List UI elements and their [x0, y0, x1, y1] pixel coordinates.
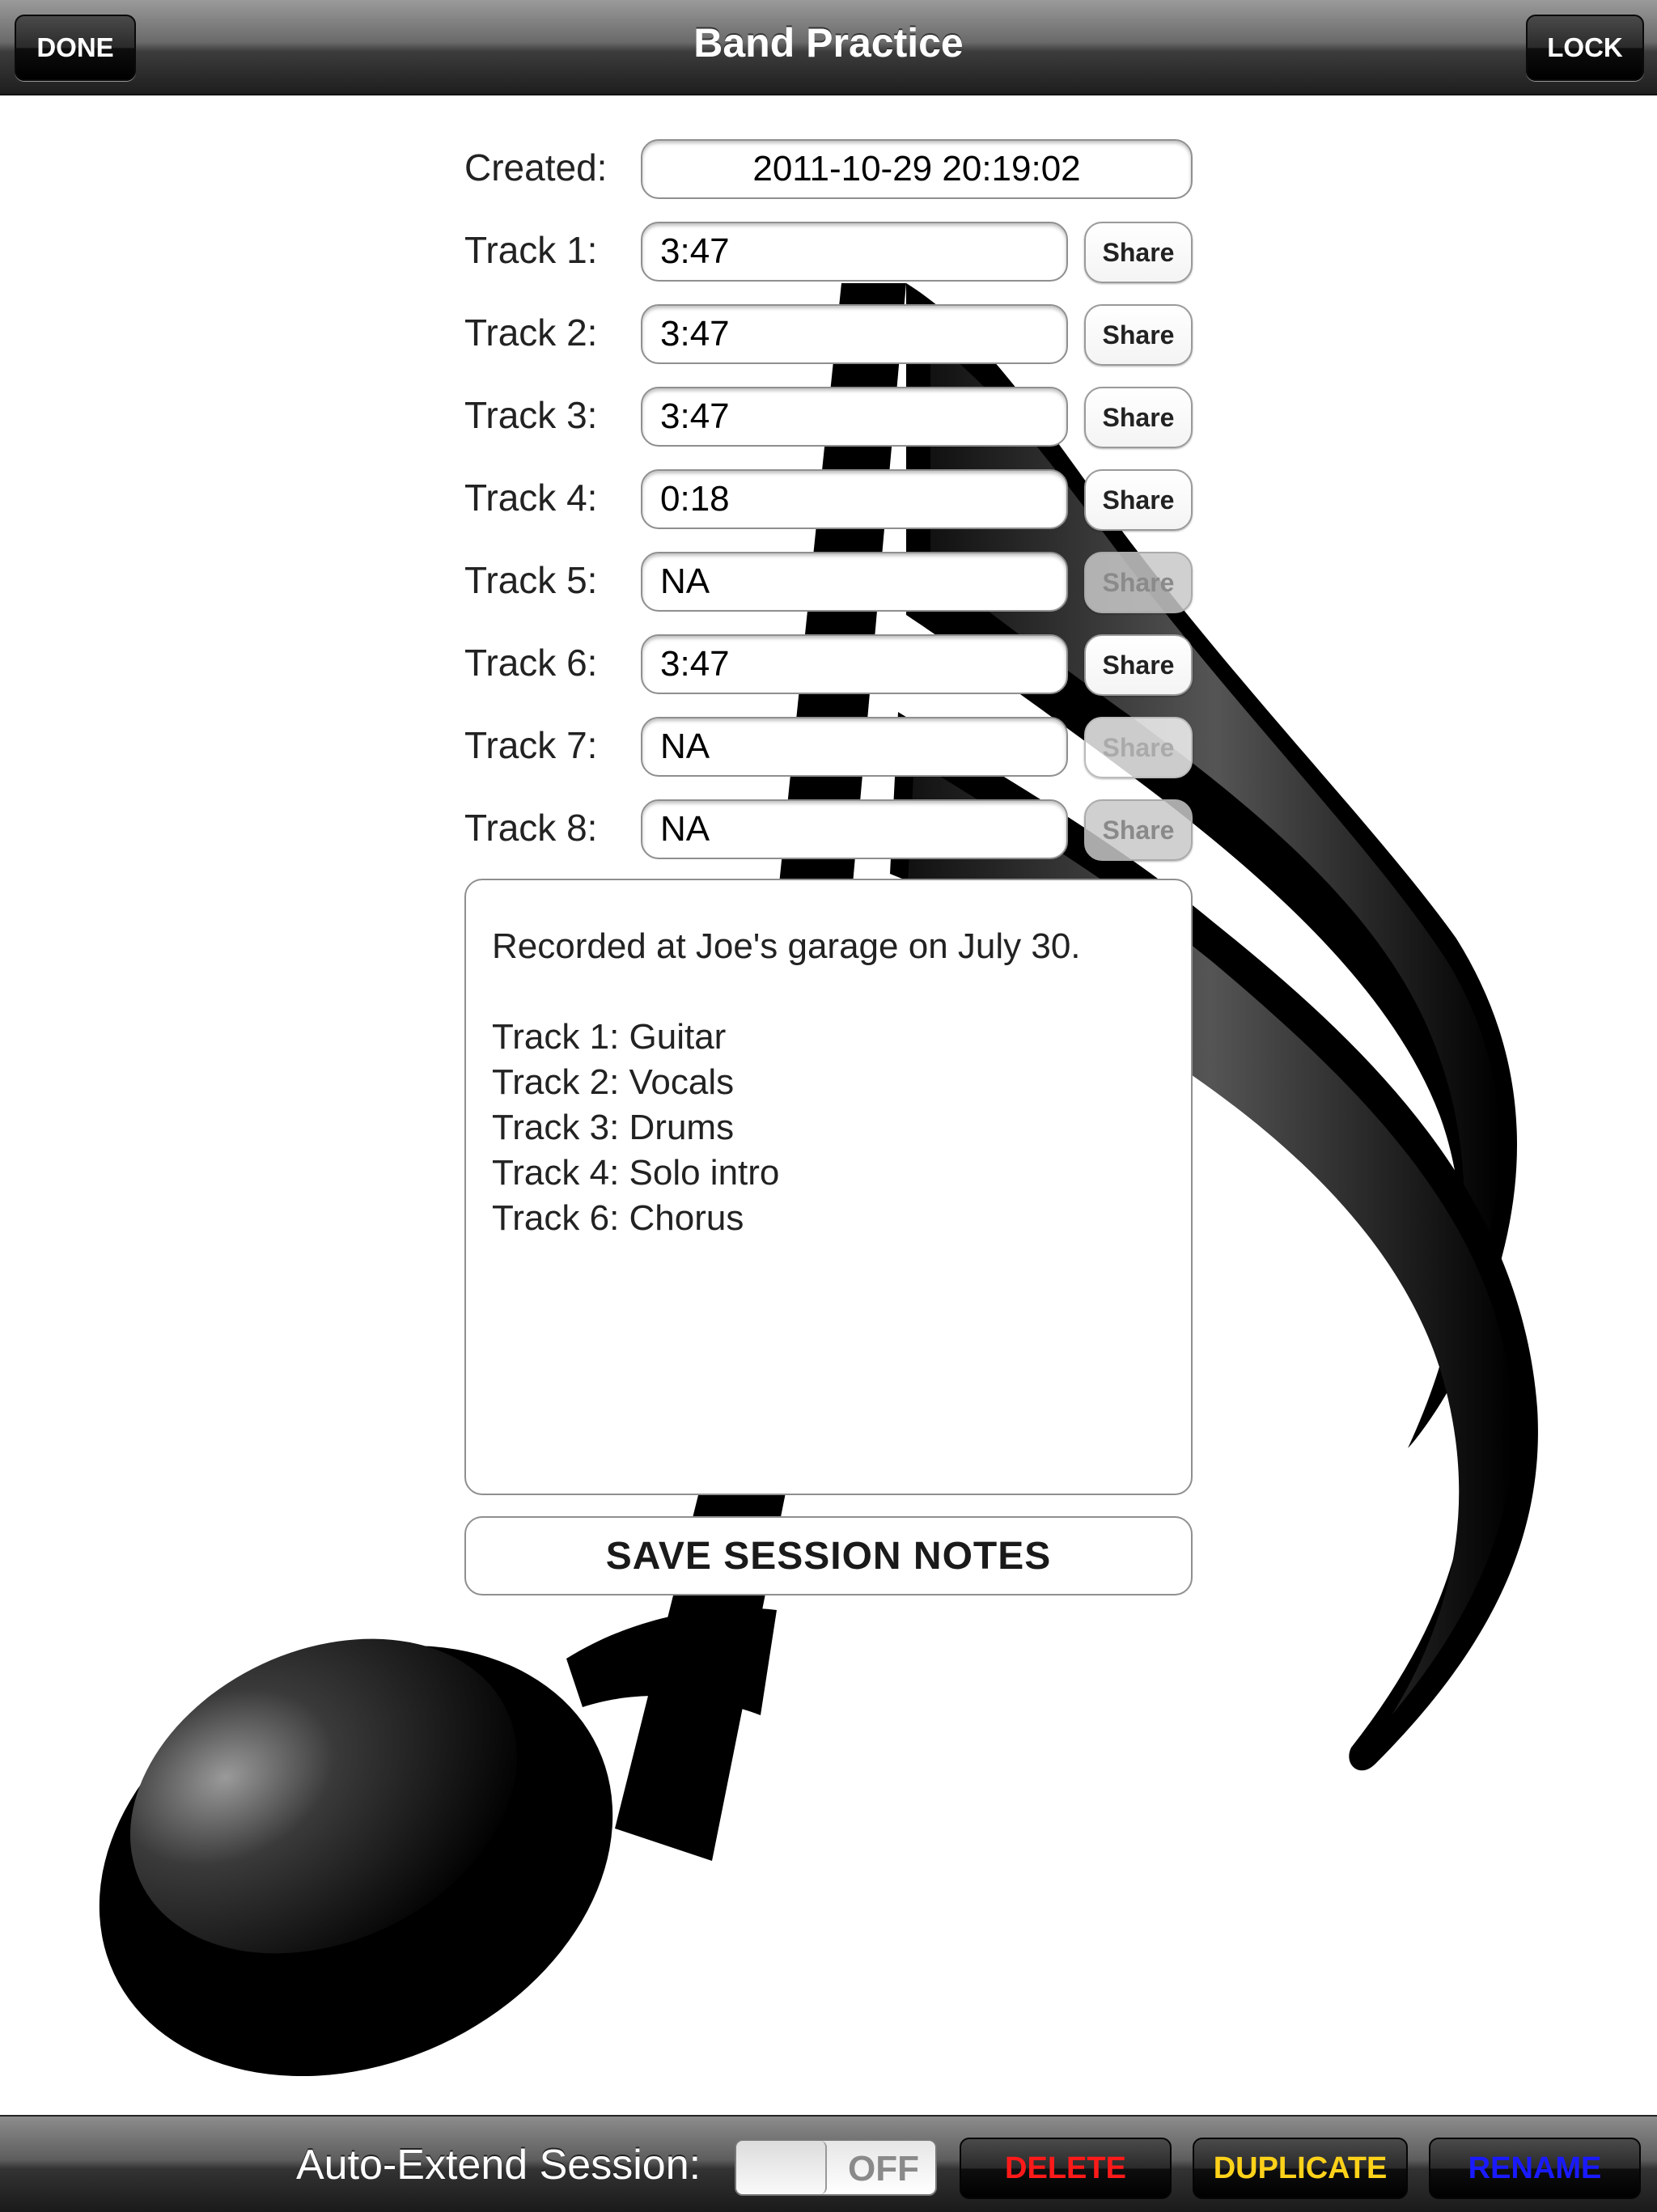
track-2-field[interactable]: 3:47: [641, 304, 1068, 364]
track-7-label: Track 7:: [464, 724, 598, 766]
track-3-share-button[interactable]: Share: [1084, 387, 1193, 448]
track-6-share-button[interactable]: Share: [1084, 634, 1193, 696]
top-navigation-bar: DONE Band Practice LOCK: [0, 0, 1657, 95]
auto-extend-label: Auto-Extend Session:: [296, 2142, 701, 2189]
track-4-label: Track 4:: [464, 477, 598, 519]
track-2-label: Track 2:: [464, 311, 598, 354]
rename-button[interactable]: RENAME: [1429, 2138, 1641, 2199]
track-2-share-button[interactable]: Share: [1084, 304, 1193, 366]
delete-button[interactable]: DELETE: [960, 2138, 1172, 2199]
track-1-field[interactable]: 3:47: [641, 222, 1068, 282]
track-3-field[interactable]: 3:47: [641, 387, 1068, 447]
track-8-share-button: Share: [1084, 799, 1193, 861]
created-field[interactable]: 2011-10-29 20:19:02: [641, 139, 1193, 199]
track-5-label: Track 5:: [464, 559, 598, 601]
track-5-share-button: Share: [1084, 552, 1193, 613]
created-label: Created:: [464, 146, 608, 189]
track-5-field[interactable]: NA: [641, 552, 1068, 612]
toggle-knob[interactable]: [736, 2141, 827, 2194]
track-6-label: Track 6:: [464, 642, 598, 684]
track-4-field[interactable]: 0:18: [641, 469, 1068, 529]
track-1-label: Track 1:: [464, 229, 598, 271]
track-8-label: Track 8:: [464, 807, 598, 849]
track-1-share-button[interactable]: Share: [1084, 222, 1193, 283]
done-button[interactable]: DONE: [15, 15, 136, 81]
session-notes-textarea[interactable]: Recorded at Joe's garage on July 30. Tra…: [464, 879, 1193, 1495]
track-6-field[interactable]: 3:47: [641, 634, 1068, 694]
track-4-share-button[interactable]: Share: [1084, 469, 1193, 531]
toggle-state-label: OFF: [848, 2149, 919, 2189]
page-title: Band Practice: [693, 20, 964, 66]
bottom-toolbar: Auto-Extend Session: OFF DELETE DUPLICAT…: [0, 2115, 1657, 2212]
auto-extend-toggle[interactable]: OFF: [735, 2139, 937, 2196]
lock-button[interactable]: LOCK: [1526, 15, 1644, 81]
duplicate-button[interactable]: DUPLICATE: [1193, 2138, 1408, 2199]
save-session-notes-button[interactable]: SAVE SESSION NOTES: [464, 1516, 1193, 1595]
track-8-field[interactable]: NA: [641, 799, 1068, 859]
track-7-field[interactable]: NA: [641, 717, 1068, 777]
track-3-label: Track 3:: [464, 394, 598, 436]
track-7-share-button: Share: [1084, 717, 1193, 778]
